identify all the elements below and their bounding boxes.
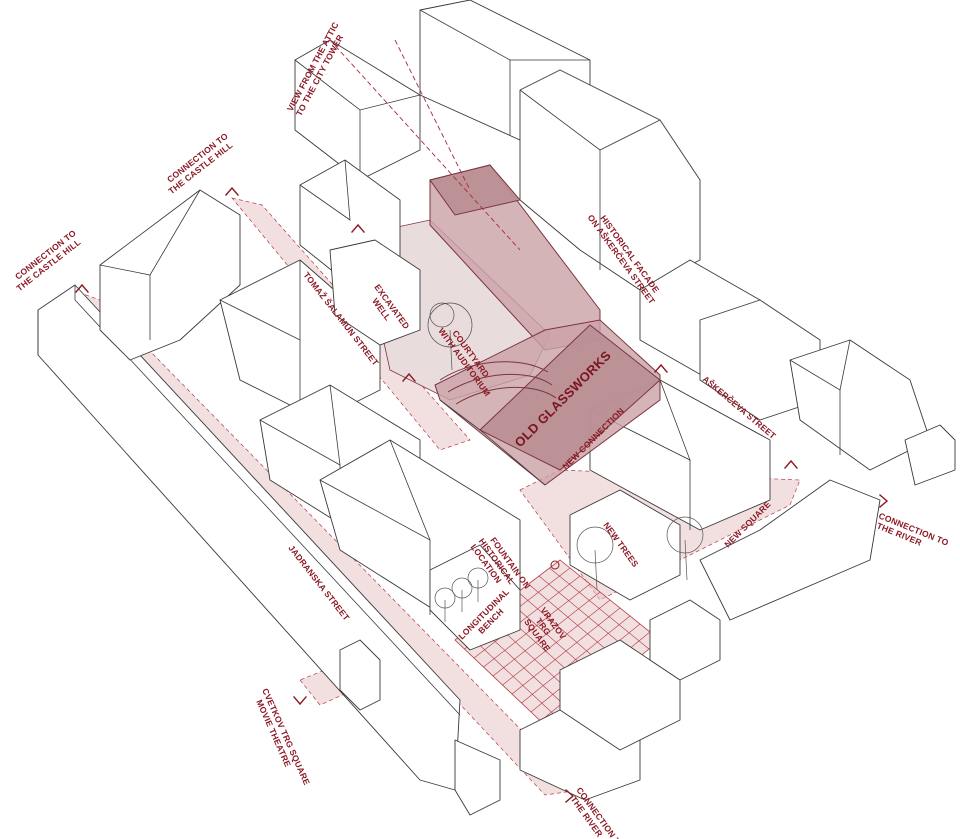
label-cvetkov-square: CVETKOV TRG SQUARE MOVIE THEATRE [251,687,313,793]
chevron-up-icon [402,372,416,382]
auditorium-steps [439,361,557,405]
square-grid-line [511,607,621,695]
chevron-up-icon [784,459,798,469]
building-vrazov-east [559,639,681,751]
arcade-trees [429,544,521,651]
trees [427,302,704,622]
label-castle-hill-west: CONNECTION TO THE CASTLE HILL [8,226,86,293]
building-northeast-1 [519,69,701,291]
view-sight-lines [329,39,521,251]
chevron-right-icon [879,494,889,508]
glassworks-main-roof [479,324,661,471]
tree-new-1 [576,526,614,591]
direction-arrows [75,186,889,803]
chevron-right-icon [565,789,575,803]
label-castle-hill-north: CONNECTION TO THE CASTLE HILL [160,129,238,196]
chevron-up-icon [654,363,668,373]
tree-arcade-1 [434,587,456,622]
old-glassworks [429,164,661,486]
square-grid-line [549,567,650,650]
building-cvetkov [339,639,381,711]
tree-arcade-3 [467,567,489,602]
building-east-end [904,424,956,486]
building-square-corner [649,599,721,681]
chevron-up-icon [225,186,239,196]
buildings [37,0,956,816]
chevron-up-icon [75,283,89,293]
square-grid-line [521,615,631,704]
fountain-icon [550,560,560,570]
building-bottom-end [454,739,501,816]
glassworks-north-roof [429,164,521,216]
label-river-east: CONNECTION TO THE RIVER [874,511,953,558]
building-southeast [699,479,881,621]
tree-courtyard [427,302,473,371]
square-grid-line [502,599,611,686]
building-northwest [99,189,241,361]
building-well-block [329,239,421,346]
chevron-up-icon [351,223,365,233]
tree-new-2 [666,516,704,581]
tree-arcade-2 [451,577,473,612]
chevron-down-icon [293,696,307,706]
building-new-trees [569,489,681,601]
